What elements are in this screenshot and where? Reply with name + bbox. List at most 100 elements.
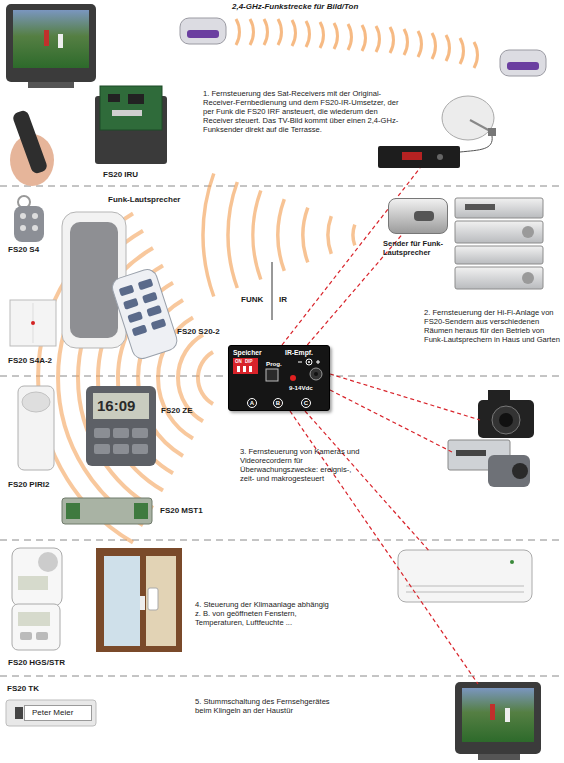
receiver-display — [402, 152, 422, 160]
button — [123, 298, 139, 310]
thermostat-body — [12, 604, 60, 650]
device-label: Sender für Funk-Lautsprecher — [383, 240, 457, 257]
bell-button — [15, 707, 23, 719]
hifi-unit — [455, 246, 543, 264]
window — [96, 548, 182, 652]
display-digits: 16:09 — [97, 397, 135, 415]
divider-line — [272, 262, 273, 320]
ac-vent — [406, 592, 524, 593]
hifi-system — [455, 198, 543, 289]
doorbell-nameplate: FS20 TKPeter Meier — [24, 705, 92, 721]
wave-arc — [292, 20, 295, 46]
device-label: FS20 PIRI2 — [8, 480, 49, 489]
button — [94, 444, 110, 454]
dip-lever — [237, 366, 240, 372]
device-label: Funk-Lautsprecher — [108, 195, 180, 204]
wave-arc — [362, 25, 365, 51]
transmitter-body — [110, 267, 180, 361]
player-figure — [58, 34, 63, 48]
button — [138, 278, 154, 290]
tv-stand — [28, 82, 74, 88]
button — [151, 318, 167, 330]
switch-frame — [10, 300, 56, 346]
av-transmitter — [500, 50, 546, 76]
description-text: 3. Fernsteuerung von Kameras und Videore… — [240, 448, 364, 484]
tv-screen — [462, 688, 534, 742]
nameplate-text: Peter Meier — [32, 708, 73, 717]
switch-label: ON — [235, 359, 242, 364]
description-text: 1. Fernsteuerung des Sat-Receivers mit d… — [203, 90, 403, 135]
thermostat — [12, 548, 62, 650]
transmitter-window — [414, 211, 434, 221]
speaker-transmitter-box: Sender für Funk-Lautsprecher — [388, 198, 448, 234]
separator-line — [0, 540, 564, 541]
power-jack — [314, 372, 318, 376]
wave-arc — [348, 24, 351, 50]
button — [146, 305, 162, 317]
device-label: FS20 MST1 — [160, 506, 203, 515]
window-handle — [140, 596, 145, 610]
terminal — [66, 503, 80, 519]
signal-label: FUNK — [241, 295, 263, 304]
detector-lens — [22, 392, 50, 412]
transmitter-body — [180, 18, 226, 44]
player-figure — [490, 704, 495, 720]
button — [113, 428, 129, 438]
module-body — [62, 498, 152, 524]
lnb — [488, 128, 496, 136]
player-figure — [44, 30, 49, 46]
polarity-symbol — [308, 361, 310, 363]
wave-arc — [306, 21, 309, 47]
device-marking: 9-14Vdc — [289, 384, 313, 391]
camera — [478, 390, 534, 438]
wave-arc — [320, 22, 323, 48]
television — [455, 682, 541, 760]
device-label: FS20 ZE — [161, 406, 193, 415]
window-glass — [104, 556, 140, 646]
player-figure — [505, 708, 510, 722]
separator-line — [0, 186, 564, 187]
switch-module — [62, 498, 152, 524]
power-jack — [310, 368, 322, 380]
switch-led — [31, 321, 35, 325]
motion-detector — [18, 386, 54, 470]
window-frame — [96, 548, 182, 652]
fob-body — [14, 206, 44, 242]
hifi-display — [465, 204, 495, 210]
camcorder-lens — [512, 463, 528, 479]
camera-body — [478, 400, 534, 438]
ac-vent — [406, 586, 524, 587]
wall-switch — [10, 300, 56, 346]
description-text: 2. Fernsteuerung der Hi-Fi-Anlage von FS… — [424, 309, 562, 345]
doorbell-plate — [6, 700, 96, 726]
window-sensor — [148, 588, 158, 610]
cable — [460, 136, 492, 152]
device-label: FS20 HGS/STR — [8, 658, 65, 667]
button — [20, 632, 32, 640]
key-fob — [14, 196, 44, 242]
wave-arc — [390, 27, 393, 53]
sat-receiver — [378, 146, 460, 168]
wave-arc — [334, 23, 337, 49]
window-glass — [146, 556, 176, 646]
dip-lever — [249, 366, 252, 372]
chip — [108, 94, 120, 102]
tv-housing — [6, 4, 96, 82]
camera-lens — [499, 413, 513, 427]
detector-body — [18, 386, 54, 470]
wave-arc — [460, 38, 463, 64]
separator-line — [0, 676, 564, 677]
hifi-knob — [522, 226, 534, 238]
circled-letter: B — [273, 398, 283, 408]
status-led — [290, 375, 296, 381]
television — [6, 4, 96, 88]
button — [132, 324, 148, 336]
air-conditioner — [398, 550, 532, 602]
hifi-knob — [522, 272, 534, 284]
device-label: FS20 IRU — [103, 170, 138, 179]
radio-waves — [203, 174, 355, 297]
speaker-grille — [70, 222, 118, 338]
transmitter-body — [500, 50, 546, 76]
polarity-plus — [318, 360, 319, 364]
